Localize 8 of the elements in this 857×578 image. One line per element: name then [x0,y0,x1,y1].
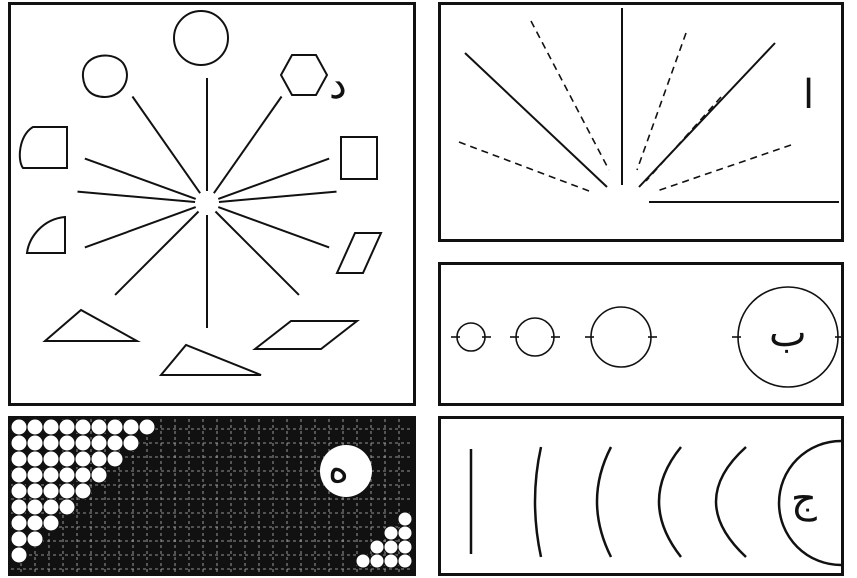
figure-panel [438,2,844,242]
figure-panel [438,416,844,576]
panel-letter: ب [769,313,807,353]
figure-panel [8,2,416,406]
panel-letter: ا [803,75,814,115]
figure-panel [438,262,844,406]
panel-letter: د [329,65,347,105]
panel-letter: ه [328,449,349,489]
